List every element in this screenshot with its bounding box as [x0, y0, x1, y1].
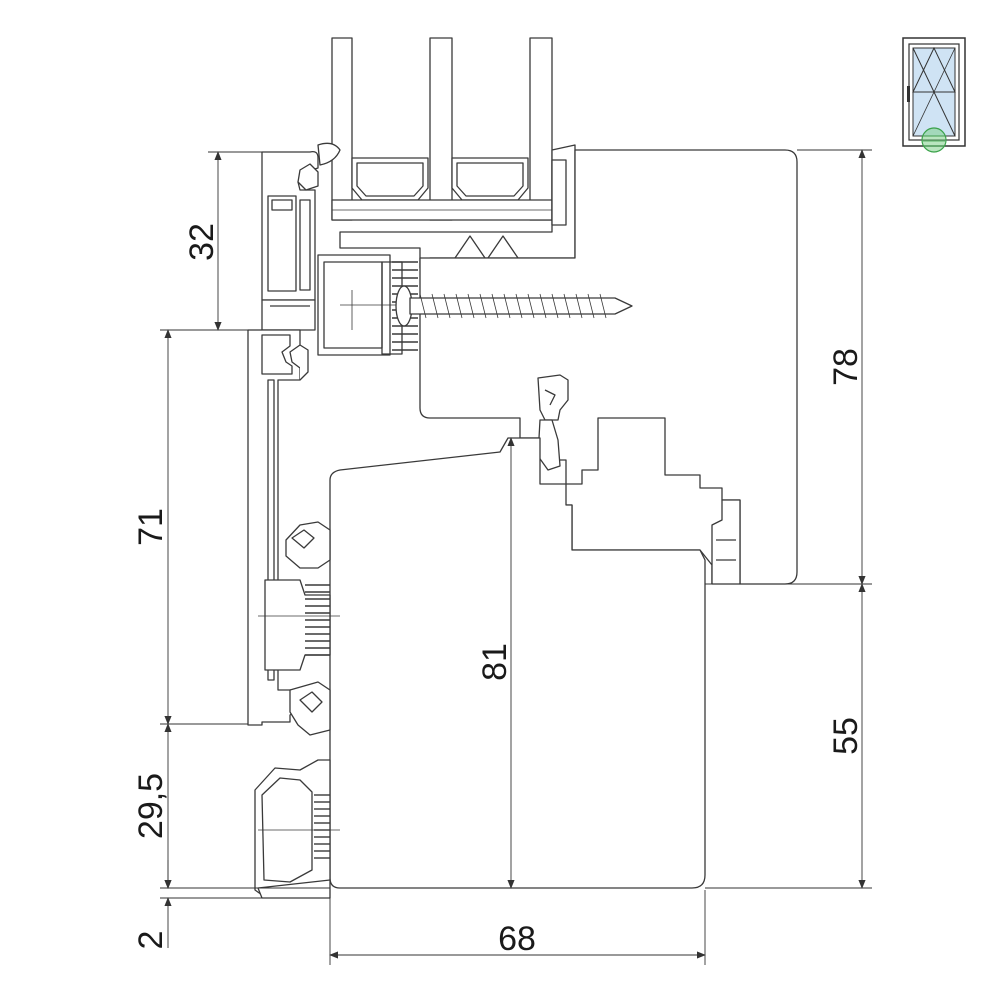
dim-label-71: 71	[132, 508, 170, 546]
dim-label-68: 68	[498, 920, 536, 958]
dim-label-29-5: 29,5	[132, 773, 170, 839]
fixing-screw	[395, 285, 633, 327]
glazing-unit	[331, 37, 553, 221]
sash-hardware	[317, 254, 633, 356]
dim-label-32: 32	[183, 223, 221, 261]
dimension-labels: 32 71 29,5 2 81 68 78 55	[132, 223, 865, 958]
dim-label-55: 55	[827, 717, 865, 755]
dim-label-2: 2	[132, 931, 170, 950]
dim-label-78: 78	[827, 348, 865, 386]
aluminium-frame-cladding	[247, 329, 340, 726]
dim-label-81: 81	[476, 643, 514, 681]
tilt-turn-window-icon	[902, 37, 966, 153]
aluminium-sash-cladding	[261, 142, 341, 331]
section-marker	[921, 127, 947, 153]
dimension-lines	[160, 149, 872, 965]
wood-frame-profile	[329, 437, 706, 889]
bottom-drip-profile	[254, 681, 340, 899]
